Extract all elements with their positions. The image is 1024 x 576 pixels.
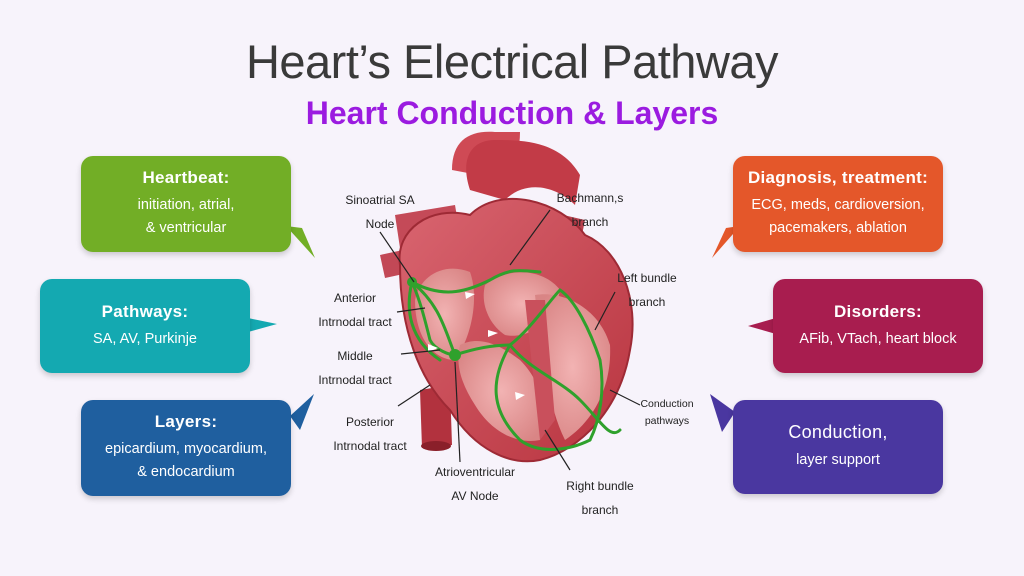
pathways-card-line1: SA, AV, Purkinje bbox=[93, 330, 197, 347]
layers-card-line2: & endocardium bbox=[137, 464, 235, 480]
flow-arrows bbox=[428, 292, 525, 400]
label-anterior-tract: Anterior Intrnodal tract bbox=[318, 291, 392, 329]
label-conduction-pathways: Conduction pathways bbox=[640, 398, 694, 427]
layers-card-title: Layers: bbox=[154, 412, 218, 431]
conduction-card-line1: layer support bbox=[796, 452, 880, 468]
disorders-card-line1: AFib, VTach, heart block bbox=[799, 330, 957, 347]
conduction-card-tail bbox=[710, 394, 735, 432]
label-sa-node: Sinoatrial SA Node bbox=[345, 193, 415, 231]
label-posterior-tract: Posterior Intrnodal tract bbox=[333, 415, 407, 453]
layers-card-line1: epicardium, myocardium, bbox=[105, 441, 267, 457]
label-leader-lines bbox=[379, 209, 641, 471]
conduction-card: Conduction, layer support bbox=[733, 400, 943, 494]
conduction-tracts bbox=[407, 268, 622, 451]
heartbeat-card-line2: & ventricular bbox=[145, 220, 227, 236]
heartbeat-card-line1: initiation, atrial, bbox=[137, 197, 235, 213]
page-subtitle: Heart Conduction & Layers bbox=[305, 95, 719, 131]
label-av-node: Atrioventricular AV Node bbox=[434, 465, 516, 503]
heartbeat-card-tail bbox=[286, 226, 315, 258]
label-middle-tract: Middle Intrnodal tract bbox=[318, 349, 392, 387]
pathways-card-tail bbox=[248, 318, 277, 332]
label-bachmann-branch: Bachmann,s branch bbox=[556, 191, 624, 229]
pathways-card-title: Pathways: bbox=[101, 301, 189, 321]
heartbeat-card: Heartbeat: initiation, atrial, & ventric… bbox=[81, 156, 291, 252]
label-right-bundle-branch: Right bundle branch bbox=[566, 479, 634, 517]
layers-card-tail bbox=[290, 394, 314, 430]
conduction-nodes bbox=[407, 277, 461, 361]
diagnosis-card-title: Diagnosis, treatment: bbox=[747, 168, 929, 187]
page-title: Heart’s Electrical Pathway bbox=[245, 35, 779, 88]
diagnosis-card-line2: pacemakers, ablation bbox=[769, 220, 907, 236]
diagnosis-card: Diagnosis, treatment: ECG, meds, cardiov… bbox=[733, 156, 943, 252]
diagnosis-card-line1: ECG, meds, cardioversion, bbox=[751, 197, 925, 213]
pathways-card: Pathways: SA, AV, Purkinje bbox=[40, 279, 250, 373]
layers-card: Layers: epicardium, myocardium, & endoca… bbox=[81, 400, 291, 496]
heartbeat-card-title: Heartbeat: bbox=[142, 168, 230, 187]
disorders-card: Disorders: AFib, VTach, heart block bbox=[773, 279, 983, 373]
label-left-bundle-branch: Left bundle branch bbox=[617, 271, 677, 309]
disorders-card-title: Disorders: bbox=[833, 301, 923, 321]
disorders-card-tail bbox=[748, 318, 776, 334]
conduction-card-title: Conduction, bbox=[788, 422, 888, 442]
